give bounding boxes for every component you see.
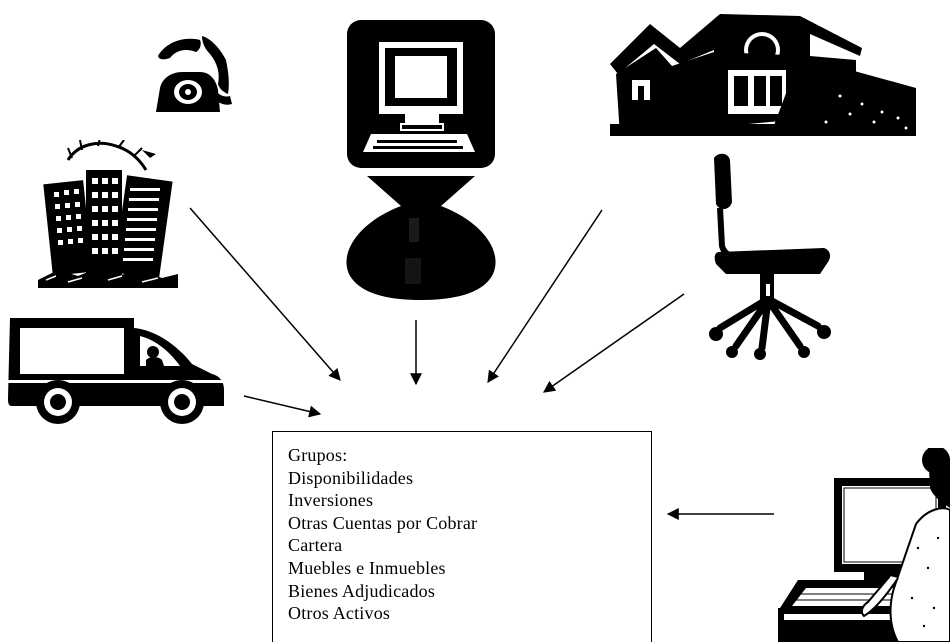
money-bag-icon [343,176,499,300]
arrow-chair [543,293,685,393]
arrow-van [243,395,322,418]
office-chair-icon [700,150,836,360]
arrow-house [487,209,603,384]
arrow-buildings [189,207,341,381]
computer-icon [347,20,495,168]
group-item: Muebles e Inmuebles [288,557,446,578]
group-item: Disponibilidades [288,467,414,488]
group-item: Otras Cuentas por Cobrar [288,512,478,533]
group-item: Inversiones [288,490,374,511]
groups-box: Grupos: Disponibilidades Inversiones Otr… [272,431,652,642]
group-item: Otros Activos [288,603,391,624]
group-item: Cartera [288,535,343,556]
group-item: Bienes Adjudicados [288,580,436,601]
delivery-van-icon [6,314,228,426]
house-icon [610,4,916,136]
buildings-icon [38,140,178,288]
person-at-computer-icon [778,448,950,642]
telephone-icon [148,34,240,116]
groups-heading: Grupos: [288,445,348,465]
